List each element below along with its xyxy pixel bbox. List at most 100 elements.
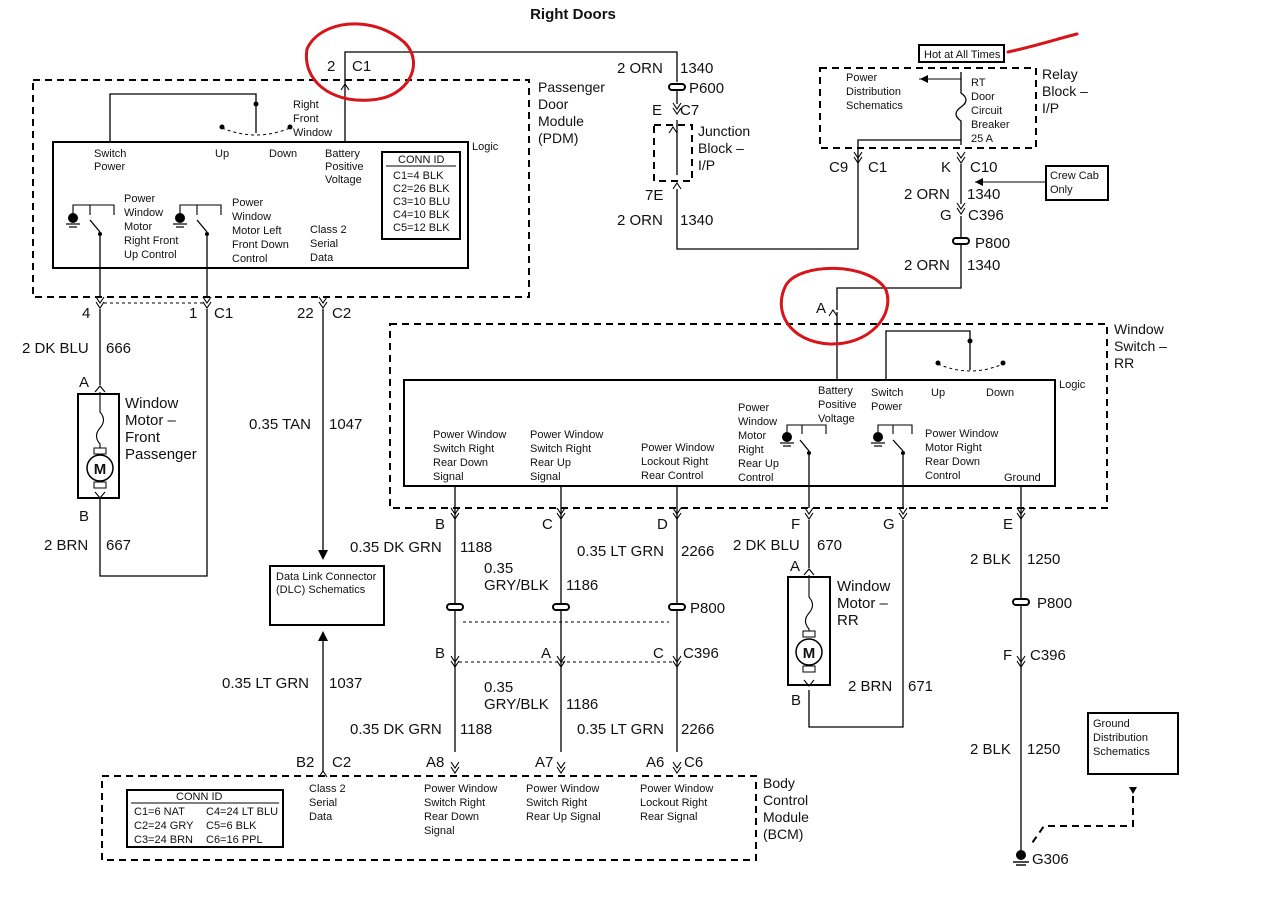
pdm-dashed-boundary [32, 79, 530, 298]
svg-text:C6: C6 [684, 754, 703, 771]
svg-text:Logic: Logic [1059, 379, 1086, 391]
svg-text:M: M [803, 645, 816, 662]
svg-text:C2: C2 [332, 305, 351, 322]
svg-text:Signal: Signal [530, 471, 561, 483]
svg-text:Rear Down: Rear Down [424, 811, 479, 823]
red-circle-wsrr-a [779, 266, 890, 346]
svg-text:0.35 LT GRN: 0.35 LT GRN [577, 543, 664, 560]
svg-text:2 BRN: 2 BRN [44, 537, 88, 554]
svg-text:Rear Signal: Rear Signal [640, 811, 697, 823]
svg-text:CONN ID: CONN ID [176, 791, 223, 803]
svg-text:P800: P800 [1037, 595, 1072, 612]
svg-text:Switch: Switch [94, 148, 126, 160]
svg-text:Crew Cab: Crew Cab [1050, 170, 1099, 182]
svg-text:0.35 TAN: 0.35 TAN [249, 416, 311, 433]
svg-text:C7: C7 [680, 102, 699, 119]
svg-text:C2=24 GRY: C2=24 GRY [134, 820, 194, 832]
svg-text:Signal: Signal [424, 825, 455, 837]
svg-text:667: 667 [106, 537, 131, 554]
svg-text:E: E [1003, 516, 1013, 533]
svg-text:Power: Power [232, 197, 264, 209]
svg-text:Power Window: Power Window [526, 783, 599, 795]
pdm-c1-pin: 2 [327, 58, 335, 75]
svg-text:25 A: 25 A [971, 133, 994, 145]
svg-text:F: F [791, 516, 800, 533]
svg-text:C6=16 PPL: C6=16 PPL [206, 834, 263, 846]
svg-text:Junction: Junction [698, 123, 750, 139]
diagram-title: Right Doors [530, 6, 616, 23]
svg-text:2 DK BLU: 2 DK BLU [22, 340, 89, 357]
svg-text:2266: 2266 [681, 543, 714, 560]
svg-text:Motor –: Motor – [837, 595, 889, 612]
svg-text:C5=6 BLK: C5=6 BLK [206, 820, 257, 832]
svg-text:C2: C2 [332, 754, 351, 771]
svg-text:Right: Right [738, 444, 764, 456]
svg-text:Power Window: Power Window [640, 783, 713, 795]
svg-text:C4=10 BLK: C4=10 BLK [393, 209, 450, 221]
svg-text:Circuit: Circuit [971, 105, 1002, 117]
svg-text:A: A [816, 300, 826, 317]
svg-text:E: E [652, 102, 662, 119]
svg-text:Breaker: Breaker [971, 119, 1010, 131]
svg-text:Motor –: Motor – [125, 412, 177, 429]
svg-text:A7: A7 [535, 754, 553, 771]
svg-text:(BCM): (BCM) [763, 826, 803, 842]
svg-text:Window: Window [738, 416, 777, 428]
svg-text:Front Down: Front Down [232, 239, 289, 251]
svg-text:F: F [1003, 647, 1012, 664]
svg-text:Positive: Positive [325, 161, 364, 173]
svg-text:Block –: Block – [698, 140, 744, 156]
svg-text:1250: 1250 [1027, 741, 1060, 758]
svg-text:Window: Window [837, 578, 891, 595]
svg-text:Motor Right: Motor Right [925, 442, 982, 454]
svg-text:C: C [542, 516, 553, 533]
svg-text:22: 22 [297, 305, 314, 322]
pdm-right-front-window-2: Front [293, 113, 319, 125]
ground-distribution-box [1087, 712, 1179, 775]
pdm-name-line1: Passenger [538, 79, 605, 95]
svg-text:Voltage: Voltage [325, 174, 362, 186]
svg-text:1340: 1340 [967, 257, 1000, 274]
svg-text:C396: C396 [683, 645, 719, 662]
svg-text:4: 4 [82, 305, 90, 322]
svg-text:2266: 2266 [681, 721, 714, 738]
svg-text:2 ORN: 2 ORN [904, 186, 950, 203]
svg-text:C10: C10 [970, 159, 998, 176]
svg-text:P600: P600 [689, 80, 724, 97]
svg-text:1047: 1047 [329, 416, 362, 433]
svg-text:C396: C396 [1030, 647, 1066, 664]
svg-text:0.35: 0.35 [484, 560, 513, 577]
pdm-name-line3: Module [538, 113, 584, 129]
red-circle-pdm-c1 [304, 22, 415, 102]
svg-text:Schematics: Schematics [846, 100, 903, 112]
svg-text:2 ORN: 2 ORN [617, 212, 663, 229]
svg-text:Power: Power [846, 72, 878, 84]
svg-text:Only: Only [1050, 184, 1073, 196]
svg-text:Data: Data [309, 811, 333, 823]
svg-text:671: 671 [908, 678, 933, 695]
svg-text:Right Front: Right Front [124, 235, 178, 247]
svg-text:0.35: 0.35 [484, 679, 513, 696]
svg-text:Lockout Right: Lockout Right [640, 797, 707, 809]
svg-text:2 ORN: 2 ORN [617, 60, 663, 77]
pdm-right-front-window-1: Right [293, 99, 319, 111]
svg-text:Voltage: Voltage [818, 413, 855, 425]
pdm-right-front-window-3: Window [293, 127, 332, 139]
pdm-connid-title: CONN ID [398, 154, 445, 166]
svg-text:1340: 1340 [680, 212, 713, 229]
svg-text:2 BRN: 2 BRN [848, 678, 892, 695]
svg-text:P800: P800 [975, 235, 1010, 252]
svg-text:G: G [940, 207, 952, 224]
svg-text:C1=4 BLK: C1=4 BLK [393, 170, 444, 182]
svg-text:1188: 1188 [460, 539, 492, 556]
svg-text:Body: Body [763, 775, 795, 791]
svg-text:Door: Door [971, 91, 995, 103]
svg-text:I/P: I/P [1042, 100, 1059, 116]
svg-text:666: 666 [106, 340, 131, 357]
svg-text:Power: Power [871, 401, 903, 413]
hot-at-all-times-box [918, 44, 1005, 63]
svg-text:RR: RR [1114, 355, 1134, 371]
svg-text:Up: Up [931, 387, 945, 399]
svg-text:0.35 LT GRN: 0.35 LT GRN [577, 721, 664, 738]
svg-text:1250: 1250 [1027, 551, 1060, 568]
